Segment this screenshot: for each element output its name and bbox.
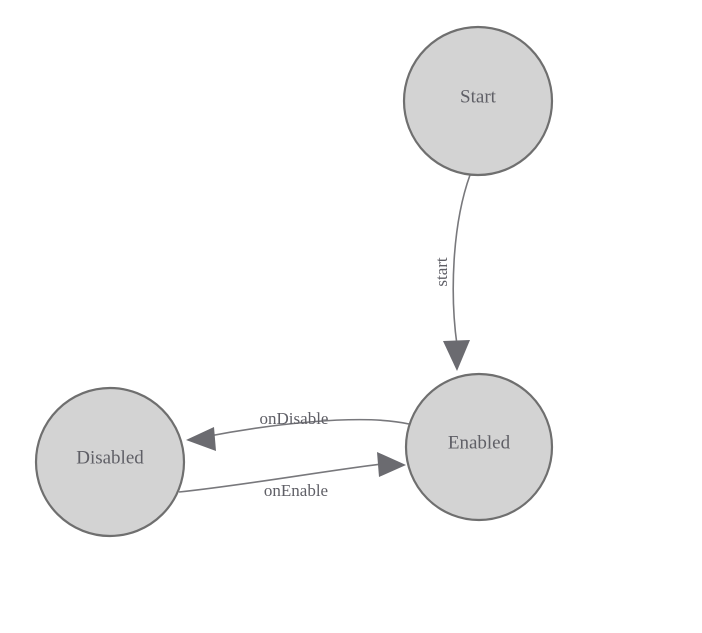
state-circle-enabled [404, 372, 554, 522]
arrowhead-disabled-to-enabled [377, 452, 406, 477]
edge-label-start: start [432, 257, 451, 287]
edge-label-on-disable: onDisable [260, 409, 329, 428]
state-node-disabled[interactable]: Disabled [34, 386, 186, 538]
arrowhead-enabled-to-disabled [186, 427, 216, 451]
edge-label-on-enable: onEnable [264, 481, 328, 500]
state-label-enabled: Enabled [448, 432, 511, 453]
arrowhead-start-to-enabled [443, 340, 470, 371]
edge-path-enabled-to-disabled [203, 418, 410, 438]
state-circle-start [402, 25, 554, 177]
state-label-disabled: Disabled [76, 447, 144, 468]
state-circle-disabled [34, 386, 186, 538]
state-node-start[interactable]: Start [402, 25, 554, 177]
state-node-enabled[interactable]: Enabled [404, 372, 554, 522]
state-label-start: Start [460, 86, 497, 107]
edge-path-start-to-enabled [452, 174, 471, 346]
edge-enabled-to-disabled[interactable] [186, 418, 410, 451]
edge-start-to-enabled[interactable] [443, 174, 471, 371]
edge-path-disabled-to-enabled [178, 462, 391, 493]
edge-disabled-to-enabled[interactable] [178, 452, 406, 493]
